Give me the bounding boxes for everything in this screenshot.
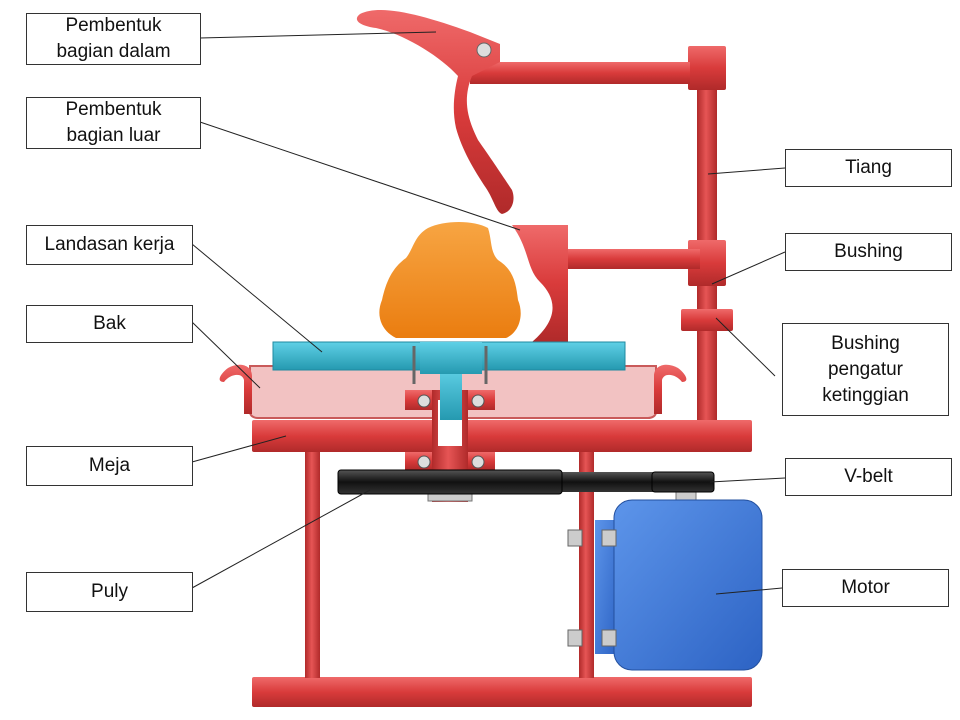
leader-motor (715, 587, 783, 595)
label-landasan-kerja-text: Landasan kerja (44, 234, 175, 255)
leg-left (305, 452, 320, 678)
label-bushing-text: Bushing (834, 241, 903, 262)
label-pembentuk-dalam-line-2: bagian dalam (56, 41, 171, 62)
label-bushing-pengatur-line-1: Bushing (831, 332, 900, 354)
pulley-belt (337, 469, 715, 503)
column (697, 48, 717, 420)
motor-body (613, 499, 763, 671)
height-bushing-block (681, 309, 733, 331)
leader-puly (191, 489, 371, 589)
leader-tiang (707, 167, 786, 175)
motor-bolt-1 (567, 529, 583, 547)
tub-rim-left (219, 364, 252, 414)
lower-arm (560, 249, 700, 269)
leg-middle (579, 452, 594, 678)
lever-pivot (476, 42, 492, 58)
label-tiang-text: Tiang (845, 157, 892, 178)
leader-v-belt (709, 477, 786, 483)
label-meja: Meja (26, 446, 193, 486)
label-motor: Motor (782, 569, 949, 607)
outer-former (512, 225, 568, 342)
label-tiang: Tiang (785, 149, 952, 187)
label-bushing-pengatur-line-3: ketinggian (822, 384, 909, 406)
inner-former-lever (356, 10, 514, 215)
leader-meja (191, 435, 287, 463)
leader-landasan-kerja (191, 243, 323, 353)
lever-body (356, 10, 514, 215)
workpiece (379, 222, 521, 338)
base-beam (252, 677, 752, 707)
label-landasan-kerja: Landasan kerja (26, 225, 193, 265)
label-pembentuk-luar-line-1: Pembentuk (65, 99, 162, 120)
label-meja-text: Meja (88, 455, 131, 476)
label-bak: Bak (26, 305, 193, 343)
pulley-right (651, 471, 715, 493)
leader-bushing (711, 251, 786, 285)
label-pembentuk-luar-line-2: bagian luar (66, 125, 161, 146)
label-pembentuk-dalam-line-1: Pembentuk (65, 15, 162, 36)
label-motor-text: Motor (841, 577, 890, 598)
leader-bushing-pengatur (715, 317, 776, 377)
label-v-belt: V-belt (785, 458, 952, 496)
label-puly-text: Puly (91, 581, 128, 602)
bearing-3 (417, 455, 431, 469)
motor-bolt-2 (601, 529, 617, 547)
column-cap (688, 46, 726, 90)
frame (252, 420, 752, 707)
motor-bracket (595, 520, 617, 654)
label-bushing-pengatur-line-2: pengatur (827, 358, 903, 380)
column-assembly (470, 46, 733, 420)
motor (567, 499, 763, 671)
label-puly: Puly (26, 572, 193, 612)
leader-lines (191, 31, 786, 595)
label-pembentuk-bagian-luar: Pembentuk bagian luar (26, 97, 201, 149)
motor-bolt-4 (601, 629, 617, 647)
label-pembentuk-bagian-dalam: Pembentuk bagian dalam (26, 13, 201, 65)
anvil-hub (420, 342, 482, 374)
bearing-4 (471, 455, 485, 469)
label-bak-text: Bak (93, 313, 126, 334)
leader-bak (191, 321, 261, 389)
upper-arm (470, 62, 690, 84)
leader-pembentuk-dalam (199, 31, 437, 39)
label-bushing: Bushing (785, 233, 952, 271)
work-anvil (272, 341, 626, 420)
table-top (252, 420, 752, 452)
bearing-2 (471, 394, 485, 408)
label-bushing-pengatur-ketinggian: Bushing pengatur ketinggian (782, 323, 949, 416)
tub-rim-right (654, 364, 687, 414)
pulley-left (337, 469, 563, 495)
bearing-1 (417, 394, 431, 408)
leader-pembentuk-luar (199, 121, 521, 231)
spindle-tip (438, 432, 462, 446)
anvil-stem (440, 368, 462, 420)
label-v-belt-text: V-belt (844, 466, 893, 487)
motor-bolt-3 (567, 629, 583, 647)
